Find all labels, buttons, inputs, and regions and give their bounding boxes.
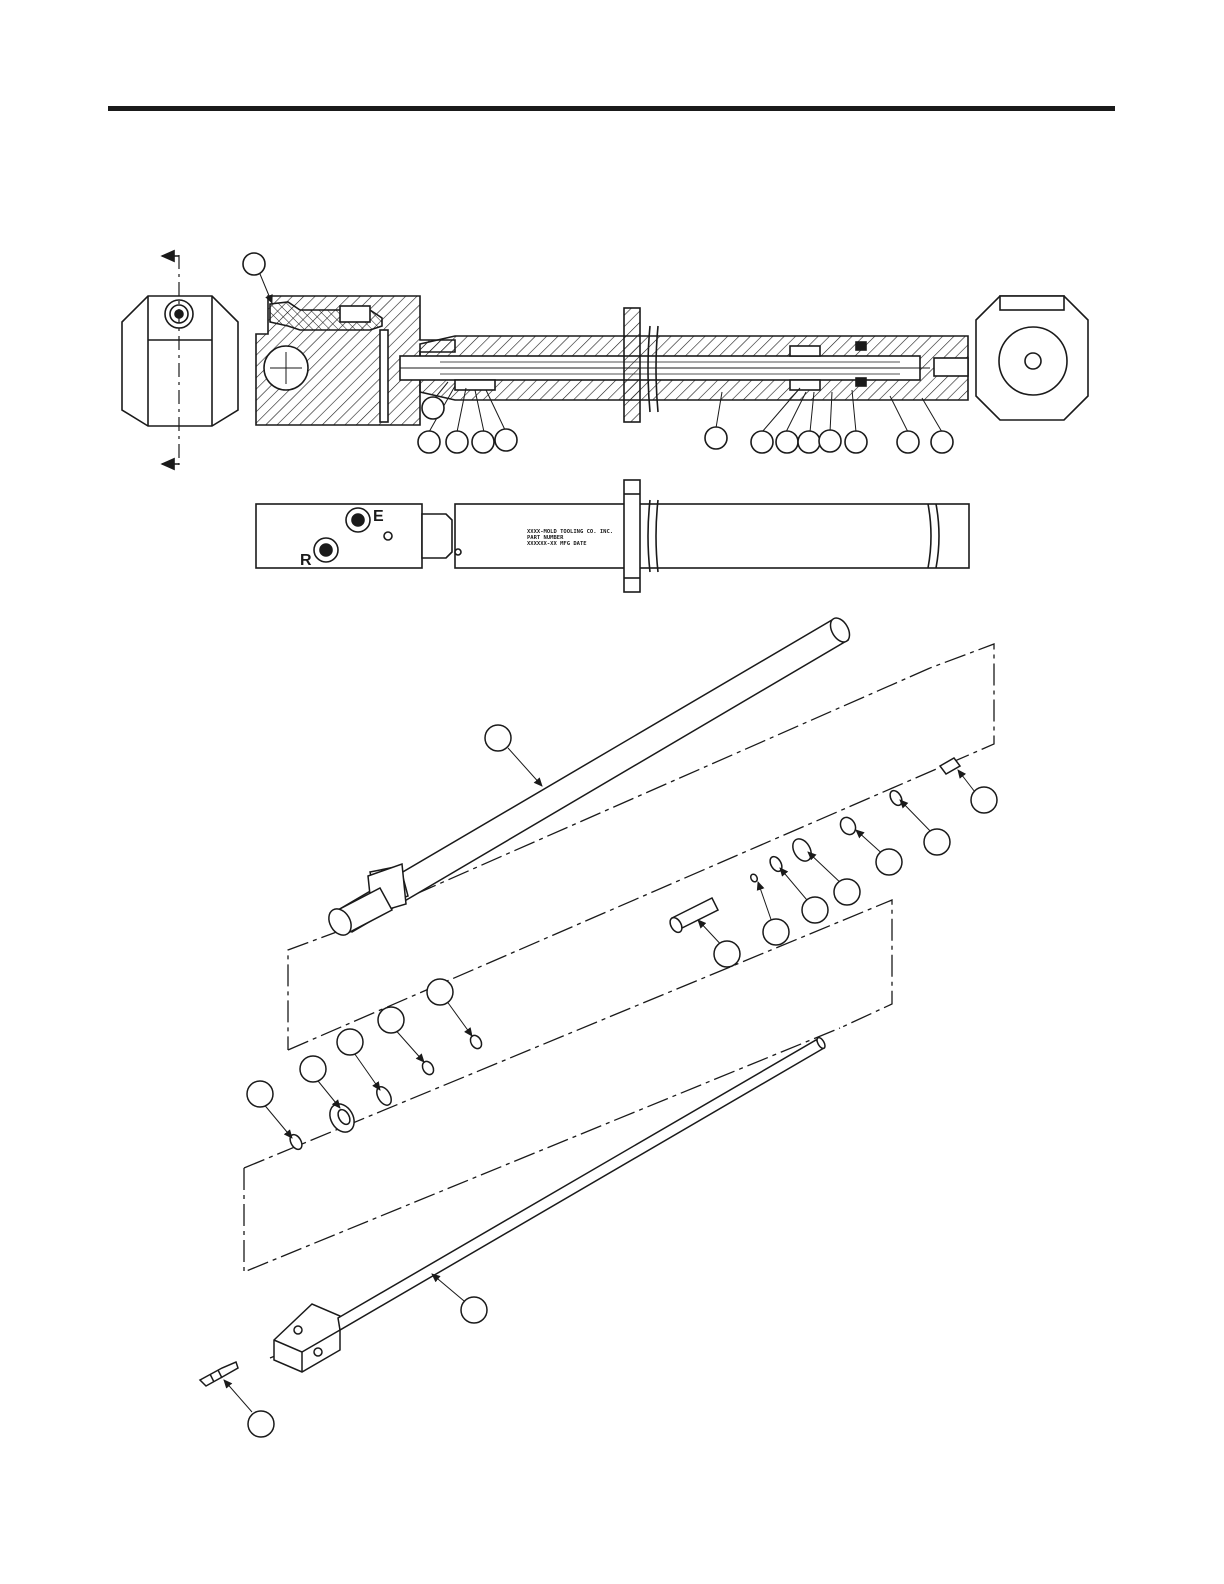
balloon xyxy=(461,1297,487,1323)
side-view xyxy=(256,480,969,592)
seal-parts xyxy=(288,758,960,1151)
balloon xyxy=(243,253,265,275)
balloon xyxy=(446,431,468,453)
left-end-view xyxy=(122,255,238,465)
balloon xyxy=(971,787,997,813)
exploded-view xyxy=(200,615,997,1437)
fitting xyxy=(200,1362,238,1386)
barrel-tube xyxy=(324,615,853,939)
exploded-leaders xyxy=(224,748,978,1412)
balloon xyxy=(472,431,494,453)
balloon xyxy=(418,431,440,453)
balloon xyxy=(485,725,511,751)
right-end-view xyxy=(976,296,1088,420)
balloon xyxy=(705,427,727,449)
balloon xyxy=(802,897,828,923)
balloon xyxy=(834,879,860,905)
balloon xyxy=(378,1007,404,1033)
balloon xyxy=(876,849,902,875)
barrel-section xyxy=(400,308,968,422)
balloon xyxy=(427,979,453,1005)
exploded-balloons xyxy=(247,725,997,1437)
section-view xyxy=(122,253,1088,465)
balloon xyxy=(337,1029,363,1055)
balloon xyxy=(931,431,953,453)
balloon xyxy=(751,431,773,453)
balloon xyxy=(819,430,841,452)
port-label-e: E xyxy=(373,508,384,525)
balloon xyxy=(776,431,798,453)
balloon xyxy=(714,941,740,967)
port-label-r: R xyxy=(300,552,312,569)
balloon xyxy=(300,1056,326,1082)
balloon xyxy=(248,1411,274,1437)
probe-manifold xyxy=(274,1036,827,1372)
engraving-line-3: XXXXXX-XX MFG DATE xyxy=(527,541,587,547)
header-rule xyxy=(108,106,1115,111)
balloon xyxy=(495,429,517,451)
balloon xyxy=(798,431,820,453)
balloon xyxy=(845,431,867,453)
balloon xyxy=(422,397,444,419)
balloon xyxy=(247,1081,273,1107)
balloon xyxy=(897,431,919,453)
balloon xyxy=(924,829,950,855)
balloon xyxy=(763,919,789,945)
